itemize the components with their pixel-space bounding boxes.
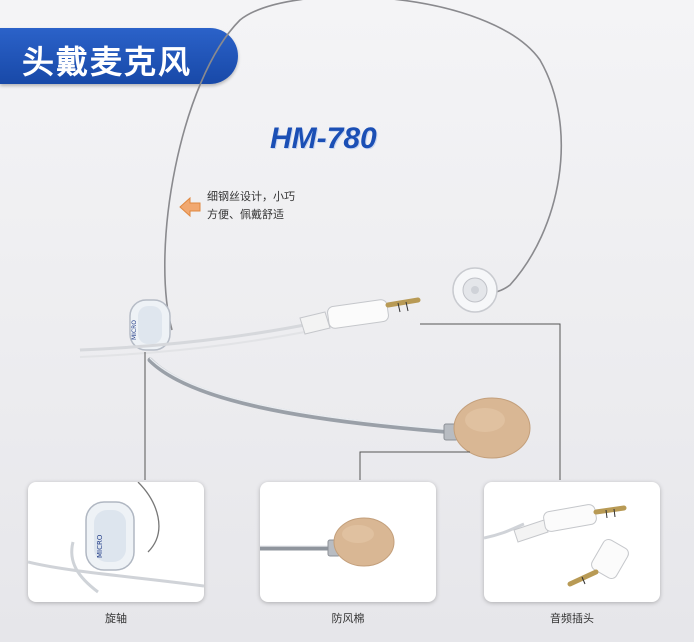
title-banner: 头戴麦克风 <box>0 28 238 84</box>
feature-note-line1: 细钢丝设计，小巧 <box>207 190 295 203</box>
detail-panel-foam <box>260 482 436 602</box>
foam-windscreen <box>443 397 531 459</box>
headset-illustration: MICRO <box>79 0 563 480</box>
caption-swivel: 旋轴 <box>105 612 127 625</box>
swivel-joint: MICRO <box>129 299 171 351</box>
feature-note: 细钢丝设计，小巧 方便、佩戴舒适 <box>207 188 295 224</box>
left-arrow-icon <box>179 196 201 218</box>
caption-foam: 防风棉 <box>331 612 365 625</box>
plug-detail-image <box>484 504 629 587</box>
svg-text:MICRO: MICRO <box>96 534 104 558</box>
foam-detail-image <box>260 517 395 567</box>
feature-note-line2: 方便、佩戴舒适 <box>207 208 284 221</box>
audio-plug-top <box>299 297 421 335</box>
page-title: 头戴麦克风 <box>22 43 193 81</box>
right-ear-pad <box>452 267 498 313</box>
caption-plug: 音频插头 <box>550 612 594 625</box>
svg-text:MICRO: MICRO <box>131 320 138 340</box>
leader-lines <box>144 323 561 480</box>
boom-arm <box>147 357 458 435</box>
swivel-detail-image: MICRO <box>28 482 204 594</box>
headband-wire <box>164 0 563 331</box>
detail-panel-swivel: MICRO <box>28 482 204 602</box>
model-label: HM-780 <box>270 122 377 155</box>
detail-panel-plug <box>484 482 660 602</box>
